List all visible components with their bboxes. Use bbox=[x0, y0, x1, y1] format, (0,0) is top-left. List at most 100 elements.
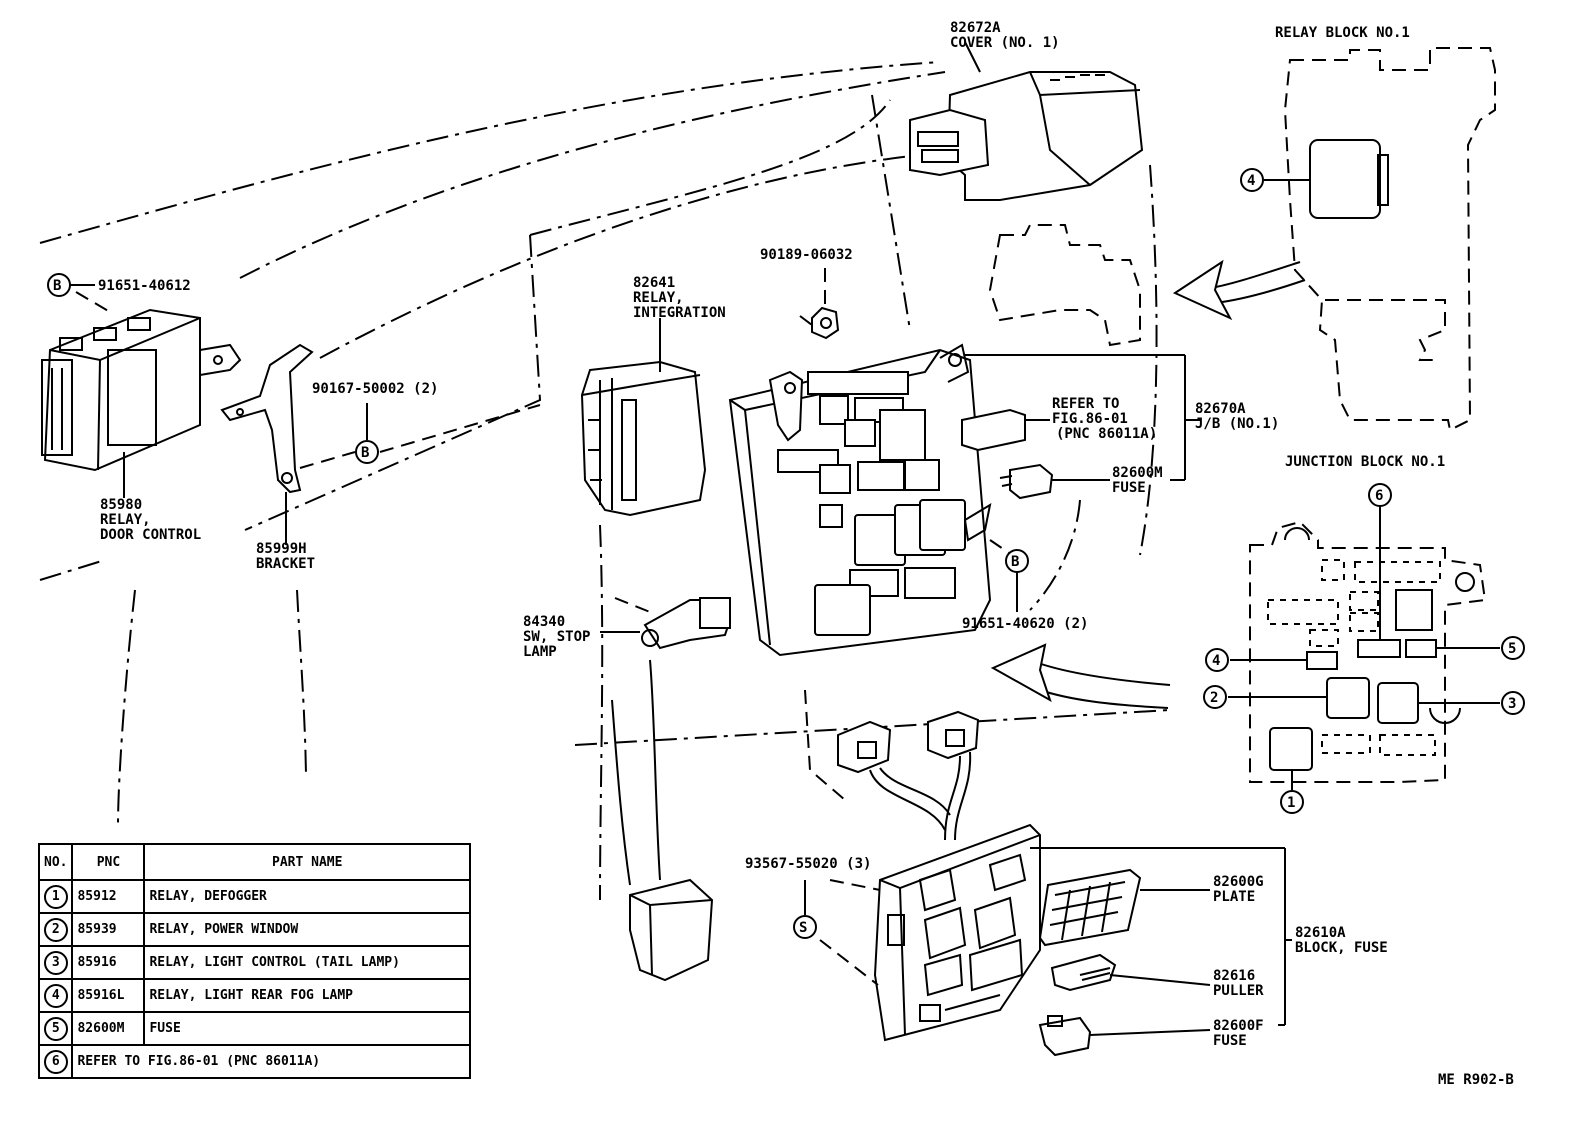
row-part-name: REFER TO FIG.86-01 (PNC 86011A) bbox=[71, 1044, 471, 1079]
svg-text:3: 3 bbox=[1508, 696, 1516, 712]
svg-text:B: B bbox=[1011, 554, 1019, 570]
row-pnc: 85916 bbox=[71, 945, 146, 980]
cover-pnc: 82672A bbox=[950, 20, 1001, 36]
fuse-82600m bbox=[999, 463, 1185, 500]
junction-callouts bbox=[1228, 505, 1500, 790]
bracket bbox=[220, 343, 314, 545]
table-row: 5 82600M FUSE bbox=[37, 1011, 471, 1046]
svg-text:6: 6 bbox=[1375, 488, 1383, 504]
junction-box bbox=[728, 343, 1200, 657]
row-number: 6 bbox=[43, 1049, 68, 1074]
svg-text:B: B bbox=[361, 445, 369, 461]
circled-markers: B B B S 4 6 4 5 bbox=[47, 168, 1525, 939]
puller bbox=[1050, 953, 1211, 992]
marker-b-mid: B bbox=[355, 440, 379, 464]
cover-no1 bbox=[909, 41, 1144, 201]
junction-block-title: JUNCTION BLOCK NO.1 bbox=[1285, 454, 1445, 470]
callout-1: 1 bbox=[1280, 790, 1304, 814]
screw-b-mid-label: 90167-50002 (2) bbox=[312, 381, 438, 397]
row-number: 2 bbox=[43, 917, 68, 942]
intg-relay-pnc: 82641 bbox=[633, 275, 675, 291]
svg-text:S: S bbox=[799, 920, 807, 936]
table-row: 2 85939 RELAY, POWER WINDOW bbox=[37, 912, 471, 947]
cover-name: COVER (NO. 1) bbox=[950, 35, 1060, 51]
marker-b-group bbox=[299, 403, 1018, 612]
svg-text:5: 5 bbox=[1508, 641, 1516, 657]
bolt-b-top-label: 91651-40612 bbox=[98, 278, 191, 294]
header-part-name: PART NAME bbox=[143, 843, 471, 881]
jb-pnc: 82670A bbox=[1195, 401, 1246, 417]
plate-name: PLATE bbox=[1213, 889, 1255, 905]
stop-sw-pnc: 84340 bbox=[523, 614, 565, 630]
bracket-pnc: 85999H bbox=[256, 541, 307, 557]
relay-block-outline bbox=[988, 224, 1141, 347]
row-number: 3 bbox=[43, 950, 68, 975]
table-row: 4 85916L RELAY, LIGHT REAR FOG LAMP bbox=[37, 978, 471, 1013]
header-no: NO. bbox=[37, 843, 74, 881]
plate bbox=[1038, 868, 1210, 947]
intg-relay-name1: RELAY, bbox=[633, 290, 684, 306]
row-pnc: 82600M bbox=[71, 1011, 146, 1046]
connectors bbox=[804, 689, 980, 841]
phantom-lines bbox=[39, 61, 1171, 901]
callout-5: 5 bbox=[1501, 636, 1525, 660]
row-part-name: RELAY, LIGHT CONTROL (TAIL LAMP) bbox=[143, 945, 471, 980]
fuse-pnc: 82600M bbox=[1112, 465, 1163, 481]
plate-pnc: 82600G bbox=[1213, 874, 1264, 890]
callout-6: 6 bbox=[1368, 483, 1392, 507]
refer-line1: REFER TO bbox=[1052, 396, 1119, 412]
row-part-name: RELAY, POWER WINDOW bbox=[143, 912, 471, 947]
jb-name: J/B (NO.1) bbox=[1195, 416, 1279, 432]
stop-lamp-switch bbox=[600, 597, 732, 650]
fuse-block bbox=[804, 823, 1292, 1042]
figure-code: ME R902-B bbox=[1438, 1072, 1514, 1088]
row-pnc: 85916L bbox=[71, 978, 146, 1013]
integration-relay bbox=[580, 318, 707, 517]
row-number: 5 bbox=[43, 1016, 68, 1041]
block-fuse-pnc: 82610A bbox=[1295, 925, 1346, 941]
brake-pedal bbox=[611, 659, 714, 982]
callout-4-relay-block: 4 bbox=[1240, 168, 1264, 192]
table-header-row: NO. PNC PART NAME bbox=[37, 843, 471, 881]
diagram-labels: 82672A COVER (NO. 1) RELAY BLOCK NO.1 JU… bbox=[98, 20, 1445, 1049]
table-row: 6 REFER TO FIG.86-01 (PNC 86011A) bbox=[37, 1044, 471, 1079]
intg-relay-name2: INTEGRATION bbox=[633, 305, 726, 321]
fuse2-pnc: 82600F bbox=[1213, 1018, 1264, 1034]
bracket-name: BRACKET bbox=[256, 556, 315, 572]
marker-s: S bbox=[793, 915, 817, 939]
row-number: 4 bbox=[43, 983, 68, 1008]
clip-label: 90189-06032 bbox=[760, 247, 853, 263]
marker-b-top: B bbox=[47, 273, 71, 297]
door-relay-name2: DOOR CONTROL bbox=[100, 527, 201, 543]
fuse-name: FUSE bbox=[1112, 480, 1146, 496]
fuse2-name: FUSE bbox=[1213, 1033, 1247, 1049]
puller-pnc: 82616 bbox=[1213, 968, 1255, 984]
row-part-name: RELAY, DEFOGGER bbox=[143, 879, 471, 914]
refer-part bbox=[961, 408, 1050, 452]
block-fuse-name: BLOCK, FUSE bbox=[1295, 940, 1388, 956]
parts-table: NO. PNC PART NAME 1 85912 RELAY, DEFOGGE… bbox=[37, 843, 471, 1079]
stop-sw-name1: SW, STOP bbox=[523, 629, 590, 645]
table-row: 3 85916 RELAY, LIGHT CONTROL (TAIL LAMP) bbox=[37, 945, 471, 980]
relay-block-title: RELAY BLOCK NO.1 bbox=[1275, 25, 1410, 41]
svg-text:4: 4 bbox=[1212, 653, 1220, 669]
fuse-82600f bbox=[1038, 1015, 1211, 1057]
header-pnc: PNC bbox=[71, 843, 146, 881]
marker-b-low: B bbox=[1005, 549, 1029, 573]
refer-line2: FIG.86-01 bbox=[1052, 411, 1128, 427]
refer-line3: (PNC 86011A) bbox=[1056, 426, 1157, 442]
svg-text:2: 2 bbox=[1210, 690, 1218, 706]
arrows bbox=[990, 259, 1306, 709]
junction-block-no1 bbox=[1249, 520, 1487, 783]
bolt-b-low-label: 91651-40620 (2) bbox=[962, 616, 1088, 632]
callout-4: 4 bbox=[1205, 648, 1229, 672]
table-row: 1 85912 RELAY, DEFOGGER bbox=[37, 879, 471, 914]
door-relay-name1: RELAY, bbox=[100, 512, 151, 528]
row-number: 1 bbox=[43, 884, 68, 909]
puller-name: PULLER bbox=[1213, 983, 1264, 999]
door-relay-pnc: 85980 bbox=[100, 497, 142, 513]
callout-2: 2 bbox=[1203, 685, 1227, 709]
row-part-name: FUSE bbox=[143, 1011, 471, 1046]
callout-3: 3 bbox=[1501, 691, 1525, 715]
